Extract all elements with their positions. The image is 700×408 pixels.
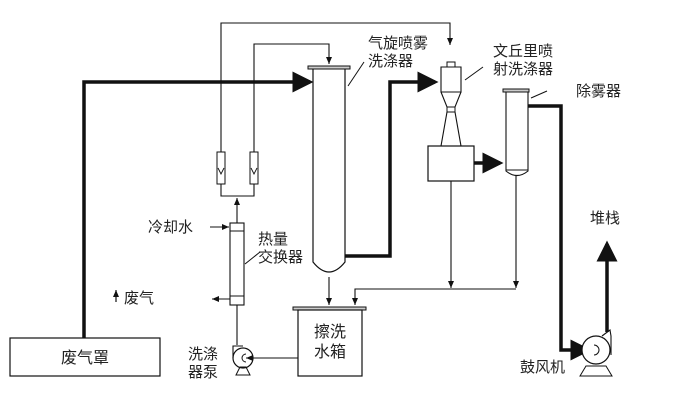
blower-label: 鼓风机	[520, 358, 565, 376]
hood-label: 废气罩	[61, 348, 109, 367]
flowmeter-manifold	[220, 184, 255, 197]
blower	[579, 329, 613, 377]
heat-exchanger-pointer	[244, 251, 261, 265]
heat-exchanger-label-1: 热量	[258, 230, 288, 248]
cyclone-spray-scrubber	[307, 65, 351, 273]
cooling-water-label: 冷却水	[148, 218, 193, 236]
cyclone-scrubber-label-2: 洗涤器	[368, 52, 413, 70]
water-line-to-cyclone	[253, 43, 332, 152]
venturi-scrubber	[427, 61, 475, 182]
venturi-pointer	[464, 66, 484, 81]
demister-label: 除雾器	[576, 82, 621, 100]
flowmeter-right	[249, 151, 259, 185]
tank-label-2: 水箱	[314, 342, 346, 361]
scrubber-pump	[232, 345, 254, 376]
cyclone-scrubber-label-1: 气旋喷雾	[368, 34, 428, 52]
venturi-label-1: 文丘里喷	[493, 42, 553, 60]
demister-pointer	[530, 90, 548, 99]
heat-exchanger-label-2: 交换器	[258, 248, 303, 266]
cyclone-scrubber-pointer	[347, 61, 365, 87]
demister	[502, 88, 530, 177]
gas-line-hood-to-cyclone	[82, 71, 314, 338]
stack-label: 堆栈	[590, 209, 620, 227]
tank-label-1: 擦洗	[314, 322, 346, 341]
flowmeter-left	[216, 151, 226, 185]
water-line-to-venturi	[220, 22, 453, 152]
venturi-label-2: 射洗涤器	[493, 60, 553, 78]
scrub-pump-label-2: 器泵	[188, 363, 218, 381]
gas-line-demister-to-blower	[528, 104, 592, 361]
scrub-water-tank	[292, 306, 367, 377]
gas-line-cyclone-to-venturi	[345, 71, 439, 258]
waste-gas-label: 废气	[124, 289, 154, 307]
heat-exchanger	[229, 222, 245, 306]
scrub-pump-label-1: 洗涤	[188, 345, 218, 363]
return-line-to-tank	[352, 288, 516, 305]
